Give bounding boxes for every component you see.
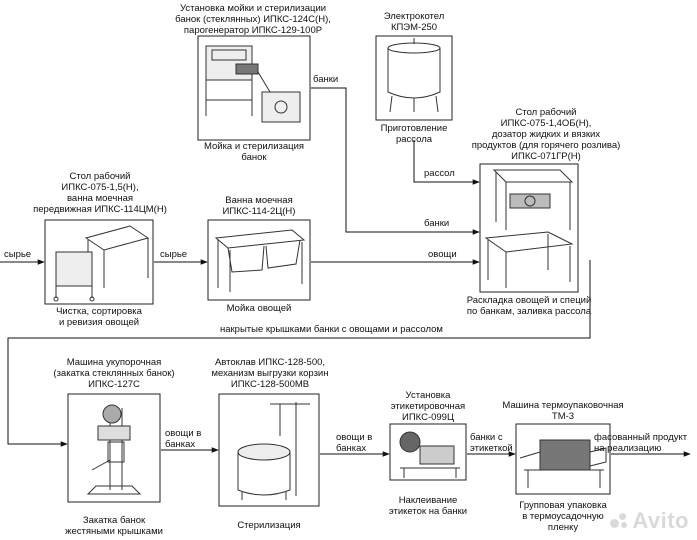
boiler-title: Электрокотел КПЭМ-250 <box>383 11 445 33</box>
table-left-title: Стол рабочий ИПКС-075-1,5(Н), ванна моеч… <box>33 171 167 215</box>
labeler-sketch <box>399 431 460 478</box>
bath-title: Ванна моечная ИПКС-114-2Ц(Н) <box>222 195 296 217</box>
flow-brine: рассол <box>424 168 455 179</box>
bath-caption: Мойка овощей <box>226 303 292 314</box>
table-right-sketch <box>484 169 574 288</box>
table-right-caption: Раскладка овощей и специй по банкам, зал… <box>466 295 592 317</box>
avito-logo-icon <box>610 513 630 531</box>
flow-covered: накрытые крышками банки с овощами и расс… <box>220 324 443 335</box>
autoclave-title: Автоклав ИПКС-128-500, механизм выгрузки… <box>211 357 329 390</box>
flow-veg-jars-1: овощи в банках <box>165 428 202 450</box>
flow-veg: овощи <box>428 249 457 260</box>
flow-raw-mid: сырье <box>160 249 188 260</box>
capper-title: Машина укупорочная (закатка стеклянных б… <box>53 357 175 390</box>
flow-jars-top: банки <box>313 74 339 85</box>
bath-sketch <box>214 229 306 292</box>
covered-jars-line <box>7 260 591 447</box>
jars-top-arrow <box>311 87 480 235</box>
boiler-caption: Приготовление рассола <box>380 123 448 145</box>
connections <box>0 87 691 457</box>
washer-title: Установка мойки и стерилизации банок (ст… <box>175 3 331 36</box>
table-left-caption: Чистка, сортировка и ревизия овощей <box>56 306 142 328</box>
flow-veg-jars-2: овощи в банках <box>336 432 373 454</box>
flow-raw-in: сырье <box>4 249 32 260</box>
wrapper-box <box>515 423 611 495</box>
wrapper-caption: Групповая упаковка в термоусадочную плен… <box>519 500 607 533</box>
avito-watermark: Avito <box>610 508 689 534</box>
autoclave-caption: Стерилизация <box>237 520 301 531</box>
capper-caption: Закатка банок жестяными крышками <box>65 515 163 537</box>
flow-product: фасованный продукт на реализацию <box>594 432 688 454</box>
table-right-box <box>479 163 579 293</box>
washer-sketch <box>205 45 301 123</box>
capper-sketch <box>86 404 142 495</box>
wrapper-sketch <box>519 439 607 488</box>
table-left-sketch <box>53 225 150 302</box>
boiler-sketch <box>387 38 441 113</box>
brine-arrow <box>413 140 480 185</box>
labeler-caption: Наклеивание этикеток на банки <box>388 495 468 517</box>
labeler-title: Установка этикетировочная ИПКС-099Ц <box>390 390 466 423</box>
flow-labeled: банки с этикеткой <box>470 432 513 454</box>
table-right-title: Стол рабочий ИПКС-075-1,4ОБ(Н), дозатор … <box>471 107 621 162</box>
wrapper-title: Машина термоупаковочная ТМ-3 <box>502 400 624 422</box>
flow-jars-mid: банки <box>424 218 450 229</box>
autoclave-sketch <box>237 402 310 500</box>
washer-caption: Мойка и стерилизация банок <box>203 141 305 163</box>
